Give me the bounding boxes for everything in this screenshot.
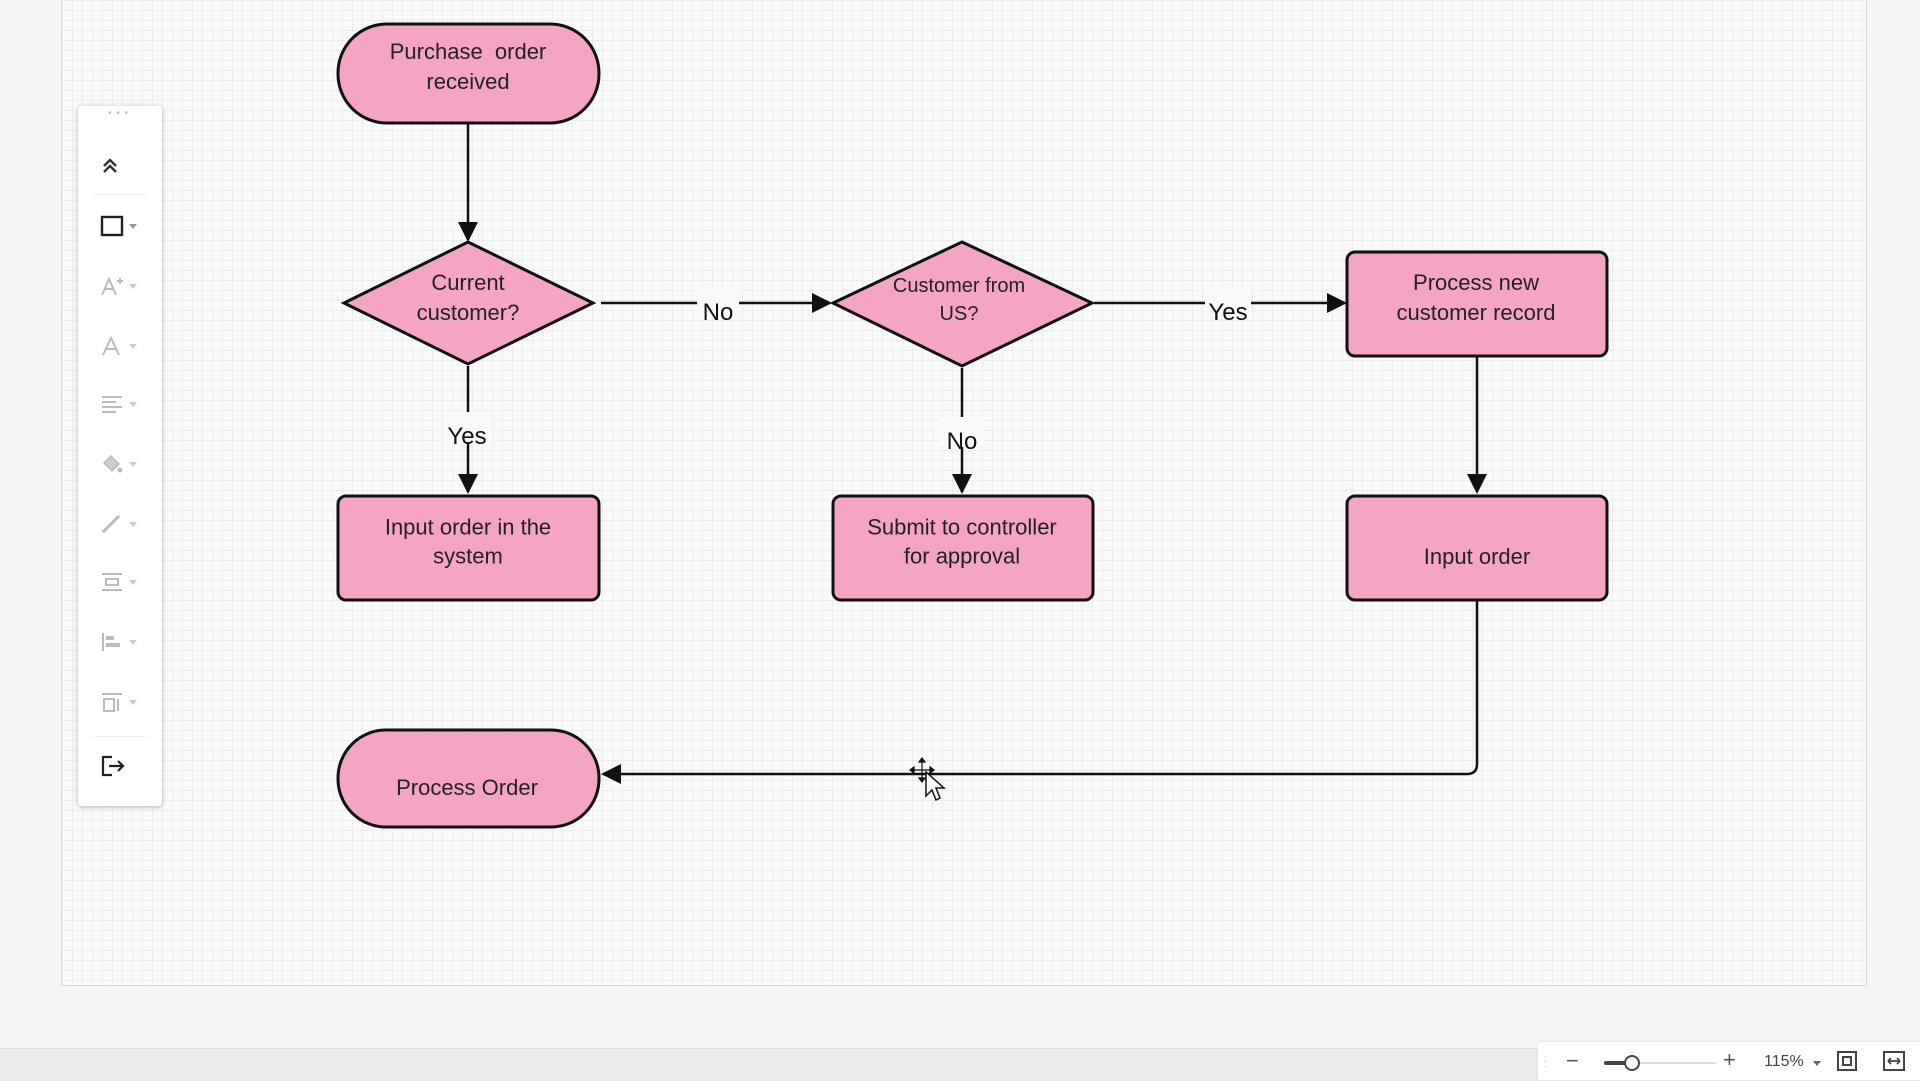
fill-color-icon: [102, 454, 123, 473]
node-input-order[interactable]: [1345, 494, 1609, 602]
node-start[interactable]: [336, 22, 601, 125]
plus-icon: +: [1723, 1047, 1736, 1072]
format-toolbar: • • •: [78, 106, 162, 806]
font-color-icon: [102, 335, 120, 356]
edge-label-no-1: No: [703, 299, 734, 326]
distribute-button[interactable]: [100, 682, 144, 722]
distribute-icon: [102, 693, 122, 712]
font-size-icon: [101, 276, 123, 296]
node-submit-controller[interactable]: [831, 494, 1095, 602]
chevron-down-icon: [129, 579, 137, 585]
node-process-new-record[interactable]: [1345, 250, 1609, 358]
shape-button[interactable]: [100, 206, 144, 246]
exit-button[interactable]: [100, 746, 144, 786]
zoom-slider-fill: [1604, 1061, 1632, 1065]
fill-color-button[interactable]: [100, 444, 144, 484]
move-cursor-icon: [909, 757, 946, 802]
collapse-toolbar-button[interactable]: [100, 146, 144, 186]
zoom-level[interactable]: 115%: [1764, 1053, 1804, 1070]
exit-icon: [101, 755, 125, 777]
chevron-down-icon: [129, 699, 137, 705]
chevron-down-icon: [129, 401, 137, 407]
fit-page-icon: [1837, 1051, 1857, 1071]
zoom-out-button[interactable]: −: [1566, 1048, 1579, 1074]
toolbar-divider: [94, 194, 146, 195]
minus-icon: −: [1566, 1048, 1579, 1073]
node-input-order-system[interactable]: [336, 494, 601, 602]
node-decision-us[interactable]: [829, 240, 1096, 368]
node-decision-current[interactable]: [340, 240, 597, 366]
node-end[interactable]: [336, 728, 601, 829]
chevron-down-icon: [129, 343, 137, 349]
spacing-button[interactable]: [100, 562, 144, 602]
chevron-down-icon: [129, 639, 137, 645]
line-color-button[interactable]: [100, 504, 144, 544]
shape-icon: [100, 215, 124, 237]
fit-width-button[interactable]: [1882, 1050, 1906, 1077]
zoom-in-button[interactable]: +: [1723, 1047, 1736, 1073]
edge-label-yes-1: Yes: [447, 423, 486, 450]
zoom-drag-handle[interactable]: ···: [1544, 1051, 1547, 1071]
zoom-controls: ··· − + 115%: [1538, 1042, 1920, 1080]
font-size-button[interactable]: [100, 266, 144, 306]
text-align-button[interactable]: [100, 384, 144, 424]
edge-inputorder-to-end[interactable]: [601, 600, 1479, 784]
node-end-label: Process Order: [396, 775, 538, 800]
chevron-down-icon: [129, 521, 137, 527]
chevron-down-icon[interactable]: [1813, 1061, 1821, 1066]
chevron-down-icon: [129, 283, 137, 289]
fit-page-button[interactable]: [1836, 1050, 1858, 1077]
fit-width-icon: [1883, 1051, 1905, 1071]
font-color-button[interactable]: [100, 326, 144, 366]
node-input-order-label: Input order: [1424, 544, 1530, 569]
line-color-icon: [101, 514, 121, 534]
spacing-icon: [102, 573, 122, 591]
align-text-icon: [102, 396, 122, 413]
toolbar-drag-handle[interactable]: • • •: [108, 108, 130, 119]
zoom-slider[interactable]: [1604, 1062, 1716, 1064]
toolbar-divider: [94, 736, 146, 737]
chevron-down-icon: [129, 461, 137, 467]
edge-label-yes-2: Yes: [1208, 299, 1247, 326]
zoom-slider-thumb[interactable]: [1624, 1055, 1640, 1071]
align-icon: [102, 633, 120, 651]
collapse-icon: [103, 158, 117, 173]
chevron-down-icon: [129, 223, 137, 229]
edge-label-no-2: No: [947, 428, 978, 455]
align-button[interactable]: [100, 622, 144, 662]
